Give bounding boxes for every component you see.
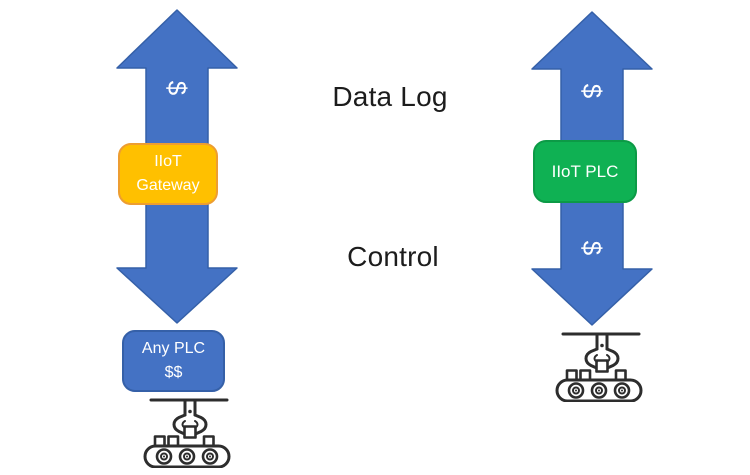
control-label: Control [347,241,439,272]
dollar-icon: $ [162,80,193,96]
dollar-icon: $ [577,240,608,256]
dollar-icon: $ [577,83,608,99]
iiot-plc-label: IIoT PLC [551,161,619,181]
any-plc-cost-label: $$ [164,364,183,381]
iiot-gateway-box: IIoT Gateway [118,143,218,205]
data-log-label: Data Log [332,81,448,112]
any-plc-box: Any PLC $$ [122,330,225,392]
iiot-gateway-label-line1: IIoT [154,153,182,170]
any-plc-label: Any PLC [141,340,206,357]
robot-arm-conveyor-icon [143,398,231,468]
iiot-gateway-label-line2: Gateway [136,177,200,194]
robot-arm-conveyor-icon [555,332,643,402]
iiot-plc-box: IIoT PLC [533,140,637,203]
